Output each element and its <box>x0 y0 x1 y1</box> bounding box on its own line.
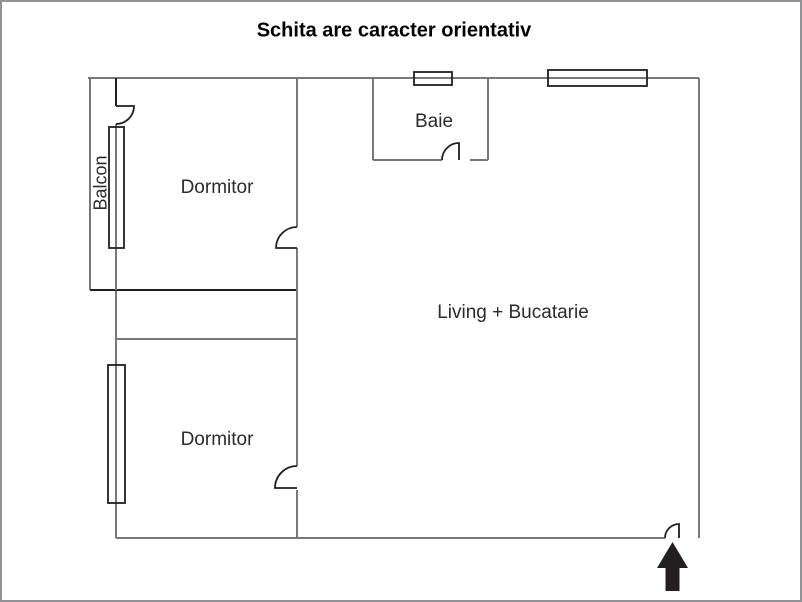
room-label-bathroom: Baie <box>414 111 454 132</box>
arrow-stem <box>665 567 680 591</box>
bedroom-bottom-window <box>107 364 126 504</box>
balcony-window <box>108 126 125 249</box>
room-label-living: Living + Bucatarie <box>437 302 589 323</box>
page-title: Schita are caracter orientativ <box>256 19 532 42</box>
doors <box>115 105 680 539</box>
room-label-bedroom-bottom: Dormitor <box>180 429 254 450</box>
room-label-balcony: Balcon <box>90 155 111 211</box>
arrow-head <box>657 542 688 568</box>
windows <box>107 69 648 504</box>
entrance-arrow-icon <box>657 542 688 591</box>
living-window <box>547 69 648 87</box>
bedroom-top-door <box>275 226 298 249</box>
entrance-door <box>664 523 680 539</box>
walls <box>88 77 700 539</box>
bathroom-door <box>441 142 460 161</box>
bedroom-bottom-door <box>274 465 298 489</box>
bathroom-window <box>413 71 453 86</box>
balcony-door <box>115 105 135 125</box>
room-label-bedroom-top: Dormitor <box>180 177 254 198</box>
